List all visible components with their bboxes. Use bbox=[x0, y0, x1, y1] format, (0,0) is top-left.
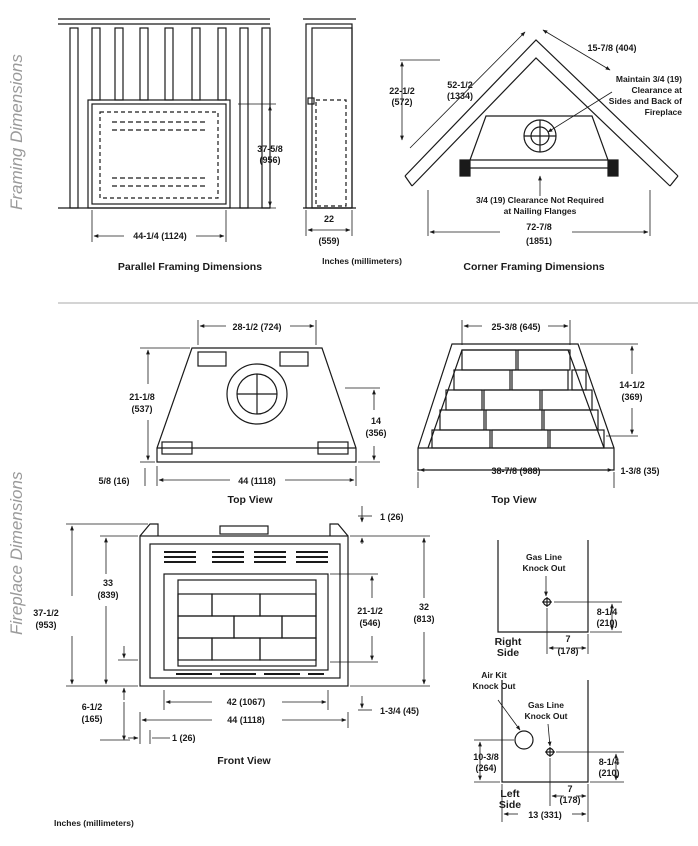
fireplace-side-label: Fireplace Dimensions bbox=[7, 471, 26, 635]
right-side-drawing bbox=[497, 540, 589, 633]
top-view-drawing bbox=[156, 347, 357, 463]
corner-diagonal-dim: 52-1/2 bbox=[447, 80, 473, 90]
air-kit-height-dim-mm: (264) bbox=[475, 763, 496, 773]
nailing-note-2: at Nailing Flanges bbox=[504, 206, 577, 216]
corner-depth-dim-mm: (572) bbox=[391, 97, 412, 107]
corner-dim-lines bbox=[400, 29, 651, 236]
air-kit-height-dim: 10-3/8 bbox=[473, 752, 499, 762]
framing-side-section bbox=[303, 18, 356, 209]
left-side-dim-lines bbox=[474, 699, 624, 822]
top-back-dim: 28-1/2 (724) bbox=[232, 322, 281, 332]
brick-depth-dim-mm: (369) bbox=[621, 392, 642, 402]
corner-depth-dim: 22-1/2 bbox=[389, 86, 415, 96]
right-side-height-dim-mm: (210) bbox=[596, 618, 617, 628]
left-side-drawing bbox=[501, 680, 589, 783]
corner-width-dim-mm: (1851) bbox=[526, 236, 552, 246]
front-height2-dim: 37-1/2 bbox=[33, 608, 59, 618]
right-side-label-1: Right bbox=[495, 636, 522, 648]
front-total-dim-mm: (813) bbox=[413, 614, 434, 624]
top-offset-dim: 5/8 (16) bbox=[98, 476, 129, 486]
right-side-width-dim-mm: (178) bbox=[557, 646, 578, 656]
gas-line-right-note-2: Knock Out bbox=[523, 563, 566, 573]
brick-offset-dim: 1-3/8 (35) bbox=[620, 466, 659, 476]
brick-depth-dim: 14-1/2 bbox=[619, 380, 645, 390]
right-side-dim-lines bbox=[544, 576, 622, 654]
parallel-framing-drawing bbox=[58, 18, 271, 209]
corner-framing-drawing bbox=[404, 39, 679, 187]
right-side-label-2: Side bbox=[497, 647, 519, 659]
top-mid-dim-mm: (356) bbox=[365, 428, 386, 438]
front-top-dim: 1 (26) bbox=[380, 512, 404, 522]
framing-depth-dim-mm: (559) bbox=[318, 236, 339, 246]
framing-side-label: Framing Dimensions bbox=[7, 54, 26, 210]
clearance-note-4: Fireplace bbox=[645, 107, 683, 117]
front-opening-dim: 21-1/2 bbox=[357, 606, 383, 616]
gas-line-left-note-1: Gas Line bbox=[528, 700, 564, 710]
left-side-label-2: Side bbox=[499, 799, 521, 811]
nailing-note-1: 3/4 (19) Clearance Not Required bbox=[476, 195, 604, 205]
top-view-dim-lines bbox=[140, 320, 380, 486]
front-view-caption: Front View bbox=[217, 755, 271, 767]
brick-dim-lines bbox=[417, 320, 638, 488]
left-side-width-dim-mm: (178) bbox=[559, 795, 580, 805]
corner-side-dim: 15-7/8 (404) bbox=[587, 43, 636, 53]
parallel-width-dim: 44-1/4 (1124) bbox=[133, 231, 187, 241]
gas-line-left-note-2: Knock Out bbox=[525, 711, 568, 721]
front-height2-dim-mm: (953) bbox=[35, 620, 56, 630]
front-dim-lines bbox=[66, 506, 430, 744]
gas-line-right-note-1: Gas Line bbox=[526, 552, 562, 562]
air-kit-note-2: Knock Out bbox=[473, 681, 516, 691]
left-side-total-dim: 13 (331) bbox=[528, 810, 562, 820]
brick-top-view-caption: Top View bbox=[491, 494, 537, 506]
clearance-note-2: Clearance at bbox=[631, 85, 682, 95]
front-total-dim: 32 bbox=[419, 602, 429, 612]
front-bottom-dim-mm: (165) bbox=[81, 714, 102, 724]
front-height1-dim: 33 bbox=[103, 578, 113, 588]
left-side-height-dim: 8-1/4 bbox=[599, 757, 620, 767]
parallel-framing-caption: Parallel Framing Dimensions bbox=[118, 261, 262, 273]
top-view-caption: Top View bbox=[227, 494, 273, 506]
right-side-width-dim: 7 bbox=[565, 634, 570, 644]
corner-diagonal-dim-mm: (1334) bbox=[447, 91, 473, 101]
front-base-dim: 1-3/4 (45) bbox=[380, 706, 419, 716]
front-bottom-dim: 6-1/2 bbox=[82, 702, 103, 712]
top-depth-dim-mm: (537) bbox=[131, 404, 152, 414]
parallel-height-dim: 37-5/8 bbox=[257, 144, 283, 154]
top-mid-dim: 14 bbox=[371, 416, 381, 426]
corner-width-dim: 72-7/8 bbox=[526, 222, 552, 232]
depth-dim-lines bbox=[305, 210, 353, 236]
left-side-width-dim: 7 bbox=[567, 784, 572, 794]
air-kit-note-1: Air Kit bbox=[481, 670, 507, 680]
front-view-drawing bbox=[139, 523, 349, 687]
front-opening-dim-mm: (546) bbox=[359, 618, 380, 628]
left-side-height-dim-mm: (210) bbox=[598, 768, 619, 778]
top-depth-dim: 21-1/8 bbox=[129, 392, 155, 402]
brick-width-dim: 38-7/8 (988) bbox=[491, 466, 540, 476]
front-inner-width-dim: 42 (1067) bbox=[227, 697, 266, 707]
parallel-height-dim-mm: (956) bbox=[259, 155, 280, 165]
framing-depth-dim: 22 bbox=[324, 214, 334, 224]
front-height1-dim-mm: (839) bbox=[97, 590, 118, 600]
clearance-note-1: Maintain 3/4 (19) bbox=[616, 74, 682, 84]
right-side-height-dim: 8-1/4 bbox=[597, 607, 618, 617]
clearance-note-3: Sides and Back of bbox=[609, 96, 682, 106]
brick-top-view-drawing bbox=[417, 343, 615, 471]
front-side-offset-dim: 1 (26) bbox=[172, 733, 196, 743]
parallel-dim-lines bbox=[91, 103, 276, 242]
front-outer-width-dim: 44 (1118) bbox=[227, 715, 265, 725]
corner-framing-caption: Corner Framing Dimensions bbox=[463, 261, 604, 273]
left-side-label-1: Left bbox=[500, 788, 520, 800]
top-width-dim: 44 (1118) bbox=[238, 476, 276, 486]
fireplace-units-note: Inches (millimeters) bbox=[54, 818, 134, 828]
framing-units-note: Inches (millimeters) bbox=[322, 256, 402, 266]
brick-back-dim: 25-3/8 (645) bbox=[491, 322, 540, 332]
